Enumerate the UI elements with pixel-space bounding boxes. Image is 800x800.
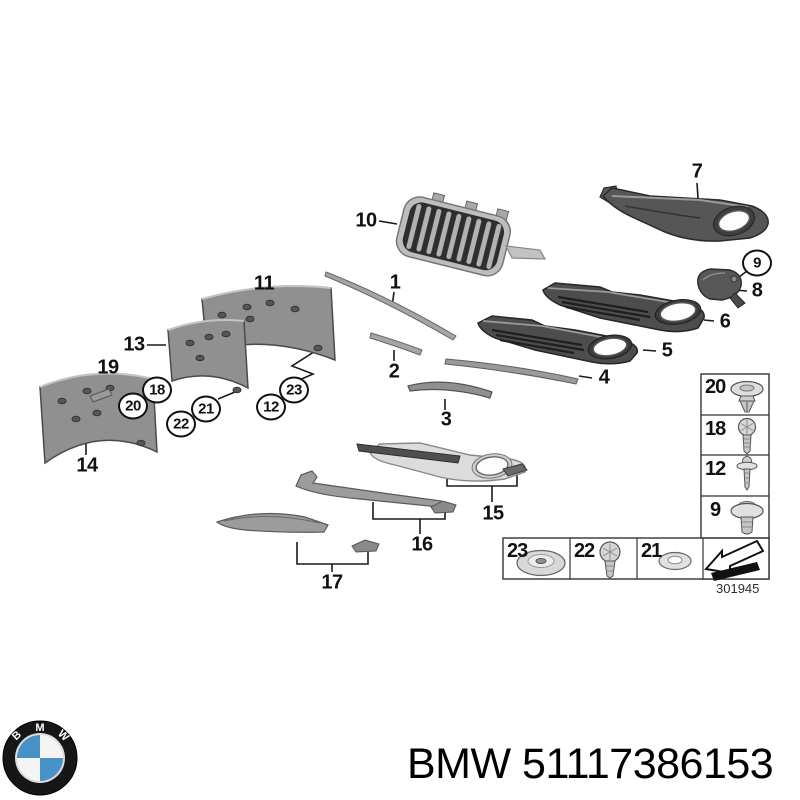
callout-11: 11 — [253, 272, 275, 295]
open-grille-left — [477, 315, 639, 365]
callout-4: 4 — [598, 366, 610, 389]
circled-callout-9: 9 — [742, 249, 772, 277]
lower-fog-trim-15 — [356, 442, 528, 482]
plate-filler-14 — [39, 372, 158, 465]
circled-callout-20: 20 — [118, 392, 148, 420]
open-grille-right — [542, 282, 705, 333]
callout-5: 5 — [661, 339, 673, 362]
flange-screw-icon — [730, 501, 764, 535]
part-number-text: BMW 51117386153 — [407, 740, 774, 788]
kidney-grille — [395, 192, 547, 277]
callout-16: 16 — [411, 533, 433, 556]
fog-trim-closed — [599, 185, 769, 242]
callout-19: 19 — [97, 356, 119, 379]
pan-head-screw-icon — [737, 417, 757, 455]
callout-13: 13 — [123, 333, 145, 356]
bmw-roundel-logo: B M W — [2, 720, 78, 796]
callout-1: 1 — [389, 271, 401, 294]
trim-strip-3 — [407, 381, 493, 399]
callout-10: 10 — [355, 209, 377, 232]
callout-2: 2 — [388, 360, 400, 383]
grommet-washer-icon — [516, 549, 566, 577]
trim-strip-1 — [324, 271, 457, 341]
callout-14: 14 — [76, 454, 98, 477]
gasket-strip-19 — [89, 388, 113, 403]
drawing-number: 301945 — [716, 581, 760, 596]
tow-eye-cover — [697, 268, 746, 309]
legend-num-12: 12 — [705, 458, 726, 480]
callout-15: 15 — [482, 502, 504, 525]
short-screw-icon — [599, 541, 621, 579]
legend-num-20: 20 — [705, 376, 726, 398]
fastener-legend — [502, 373, 770, 581]
logo-letter-m: M — [35, 722, 44, 734]
circled-callout-18: 18 — [142, 376, 172, 404]
callout-17: 17 — [321, 571, 343, 594]
callout-8: 8 — [751, 279, 763, 302]
circled-callout-23: 23 — [279, 376, 309, 404]
lower-trim-17 — [215, 512, 380, 553]
callout-3: 3 — [440, 408, 452, 431]
legend-num-9: 9 — [710, 499, 721, 521]
trim-strip-2 — [369, 332, 423, 356]
callout-7: 7 — [691, 160, 703, 183]
trim-strip-4 — [444, 358, 579, 385]
legend-num-22: 22 — [574, 540, 595, 562]
washer-screw-icon — [736, 456, 758, 491]
legend-num-23: 23 — [507, 540, 528, 562]
legend-num-18: 18 — [705, 418, 726, 440]
direction-arrow-icon — [704, 539, 765, 581]
circled-callout-21: 21 — [191, 395, 221, 423]
flat-washer-icon — [658, 551, 692, 571]
plate-filler-13 — [167, 319, 249, 394]
circled-callout-22: 22 — [166, 410, 196, 438]
expansion-rivet-icon — [730, 380, 764, 413]
callout-6: 6 — [719, 310, 731, 333]
legend-num-21: 21 — [641, 540, 662, 562]
lower-trim-16 — [295, 470, 457, 514]
